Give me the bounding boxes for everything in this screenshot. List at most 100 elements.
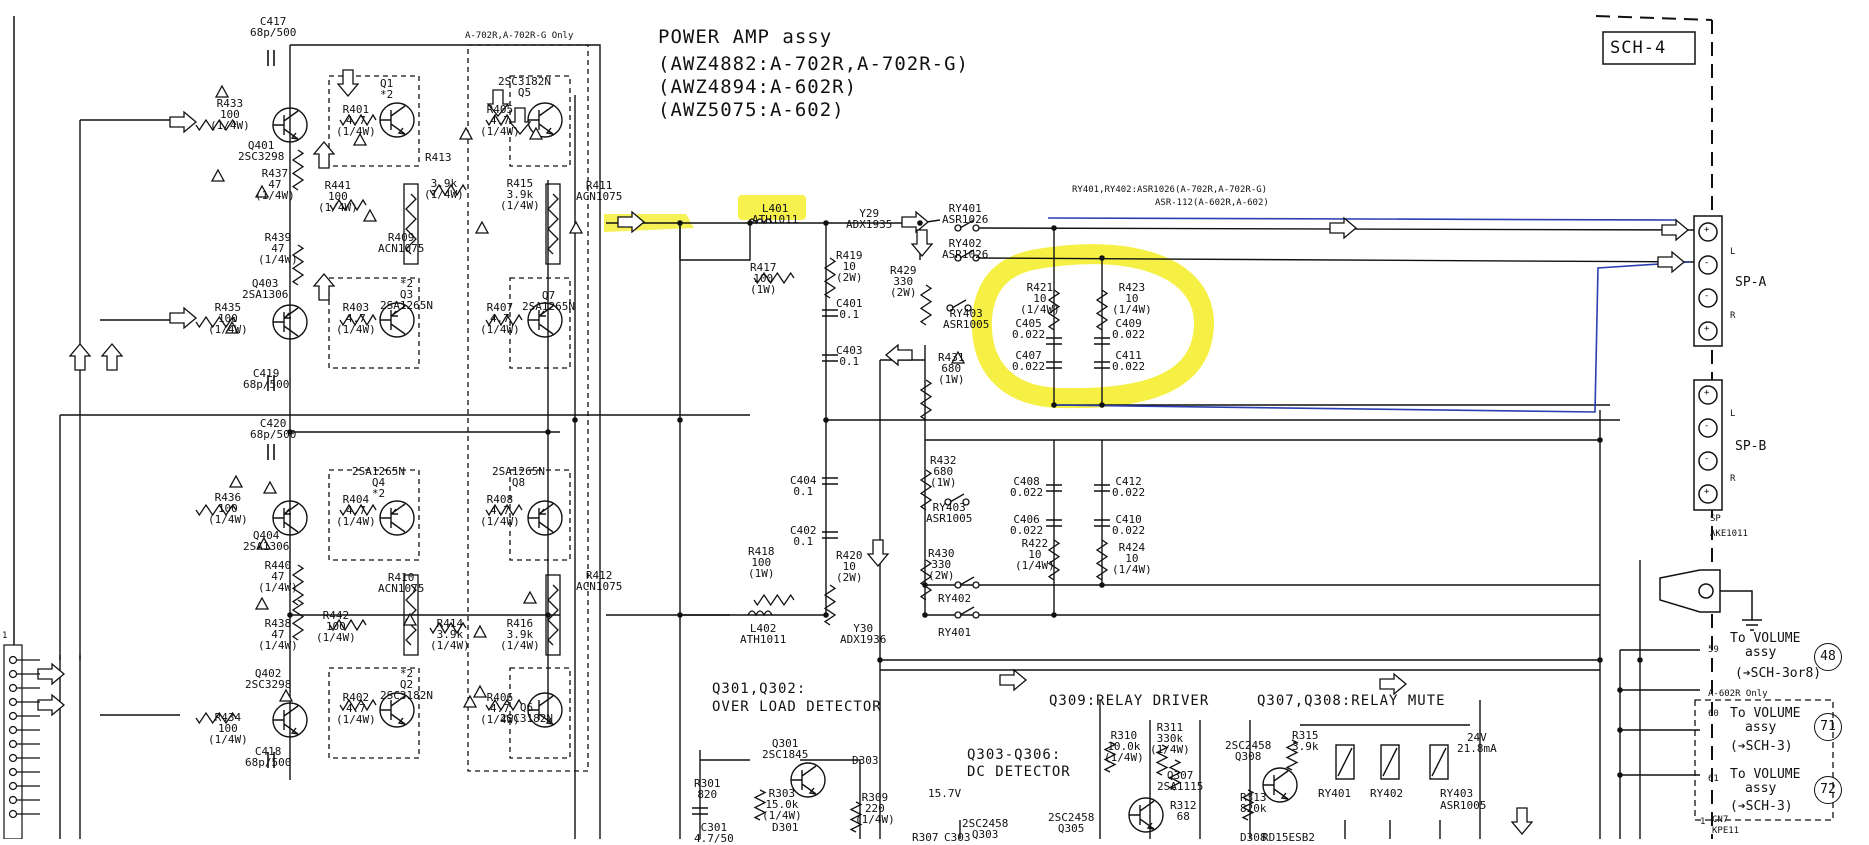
relay-switch-icon (959, 606, 975, 616)
part-label-line: Q403 (251, 277, 279, 290)
sp-a-label: SP-A (1735, 275, 1767, 290)
part-label-line: R440 (264, 559, 292, 572)
transistor-group (272, 102, 1298, 833)
inductor-icon (747, 610, 773, 617)
part-label-line: 0.022 (1112, 360, 1146, 373)
part-label-line: (1/4W) (480, 323, 520, 336)
sp-b-side-l: L (1730, 409, 1736, 419)
power-resistor-icon (403, 183, 419, 265)
part-label-line: (1W) (930, 476, 957, 489)
part-label-line: 2SC3182N (380, 689, 433, 702)
junction-dot (545, 429, 551, 435)
sch-id-box (1602, 31, 1696, 65)
part-label-line: L402 (749, 622, 777, 635)
arrow-right-icon (169, 110, 198, 134)
part-label-line: R434 (214, 711, 242, 724)
part-label-line: 4.7 (489, 504, 510, 517)
part-label-line: R408 (486, 493, 514, 506)
junction-dot (1637, 657, 1643, 663)
junction-dot (572, 417, 578, 423)
power-resistor-icon (545, 183, 561, 265)
resistor-icon (1168, 759, 1182, 791)
resistor-icon (1095, 539, 1109, 581)
arrow-right-icon (617, 210, 646, 234)
part-label-line: 4.7 (489, 114, 510, 127)
warning-triangle-icon (256, 536, 272, 550)
connector-pin-icon (8, 753, 18, 763)
pin-61: 61 (1708, 774, 1719, 784)
part-label-line: R301 (694, 777, 721, 790)
part-label-line: L401 (761, 202, 789, 215)
terminal-icon (1698, 321, 1718, 341)
part-label-line: 10 (842, 260, 856, 273)
part-label-line: (1W) (938, 373, 965, 386)
part-label-line: C418 (254, 745, 282, 758)
transistor-leads (1129, 800, 1155, 830)
part-label-line: RY402 (948, 237, 982, 250)
part-label-line: 10 (1033, 292, 1047, 305)
part-label-line: 0.1 (793, 485, 814, 498)
warning-triangle-icon (278, 688, 294, 702)
part-label-line: 2SA1306 (243, 540, 290, 553)
part-label-line: 0.022 (1112, 486, 1146, 499)
capacitor-icon (822, 531, 838, 539)
part-label-line: R402 (342, 691, 370, 704)
part-label-line: 2SC3298 (245, 678, 292, 691)
part-label-line: Q303 (971, 828, 999, 841)
sp-switch-body (1659, 569, 1721, 613)
part-label-line: R423 (1118, 281, 1146, 294)
section-only-note: A-702R,A-702R-G Only (465, 31, 574, 41)
part-label-v15: 15.7V (928, 788, 961, 799)
part-label-d315: RD15ESB2 (1262, 832, 1315, 843)
part-label-line: (1/4W) (336, 515, 376, 528)
part-label-line: Q401 (247, 139, 275, 152)
part-label-line: Q4 (371, 476, 386, 489)
capacitor-icon (1094, 519, 1110, 527)
part-label-line: 3.9k (1292, 740, 1319, 753)
part-label-line: (1/4W) (336, 713, 376, 726)
part-label-line: 2SA1265N (522, 300, 575, 313)
arrow-down-icon (336, 69, 360, 98)
arrow-up-icon (312, 140, 336, 169)
arrow-down-icon (910, 229, 934, 258)
part-label-line: C410 (1115, 513, 1142, 526)
junction-dot (1617, 687, 1623, 693)
part-label-line: C402 (790, 524, 817, 537)
capacitor-icon (267, 752, 275, 768)
transistor-arrow (397, 127, 406, 135)
warning-triangle-icon (522, 590, 538, 604)
part-label-line: 2SC3182N (498, 75, 551, 88)
resistor-icon (485, 313, 523, 327)
resistor-icon (1241, 789, 1255, 821)
part-label-line: 0.1 (793, 535, 814, 548)
part-label-line: 2SC3182N (500, 712, 553, 725)
part-label-line: (1/4W) (1020, 303, 1060, 316)
resistor-icon (823, 257, 837, 299)
junction-dot (1617, 772, 1623, 778)
part-label-line: *2 (399, 277, 414, 290)
part-label-line: R309 (861, 791, 889, 804)
capacitor-icon (822, 354, 838, 362)
part-label-line: Q6 (519, 701, 534, 714)
junction-dots (287, 220, 1643, 778)
part-label-line: 3.9k (436, 628, 464, 641)
dashed-section-box (328, 44, 589, 772)
wires (59, 44, 1701, 839)
junction-dot (917, 220, 923, 226)
part-label-line: ACN1075 (378, 242, 425, 255)
junction-dot (877, 657, 883, 663)
part-label-r413: R413 (425, 152, 452, 163)
